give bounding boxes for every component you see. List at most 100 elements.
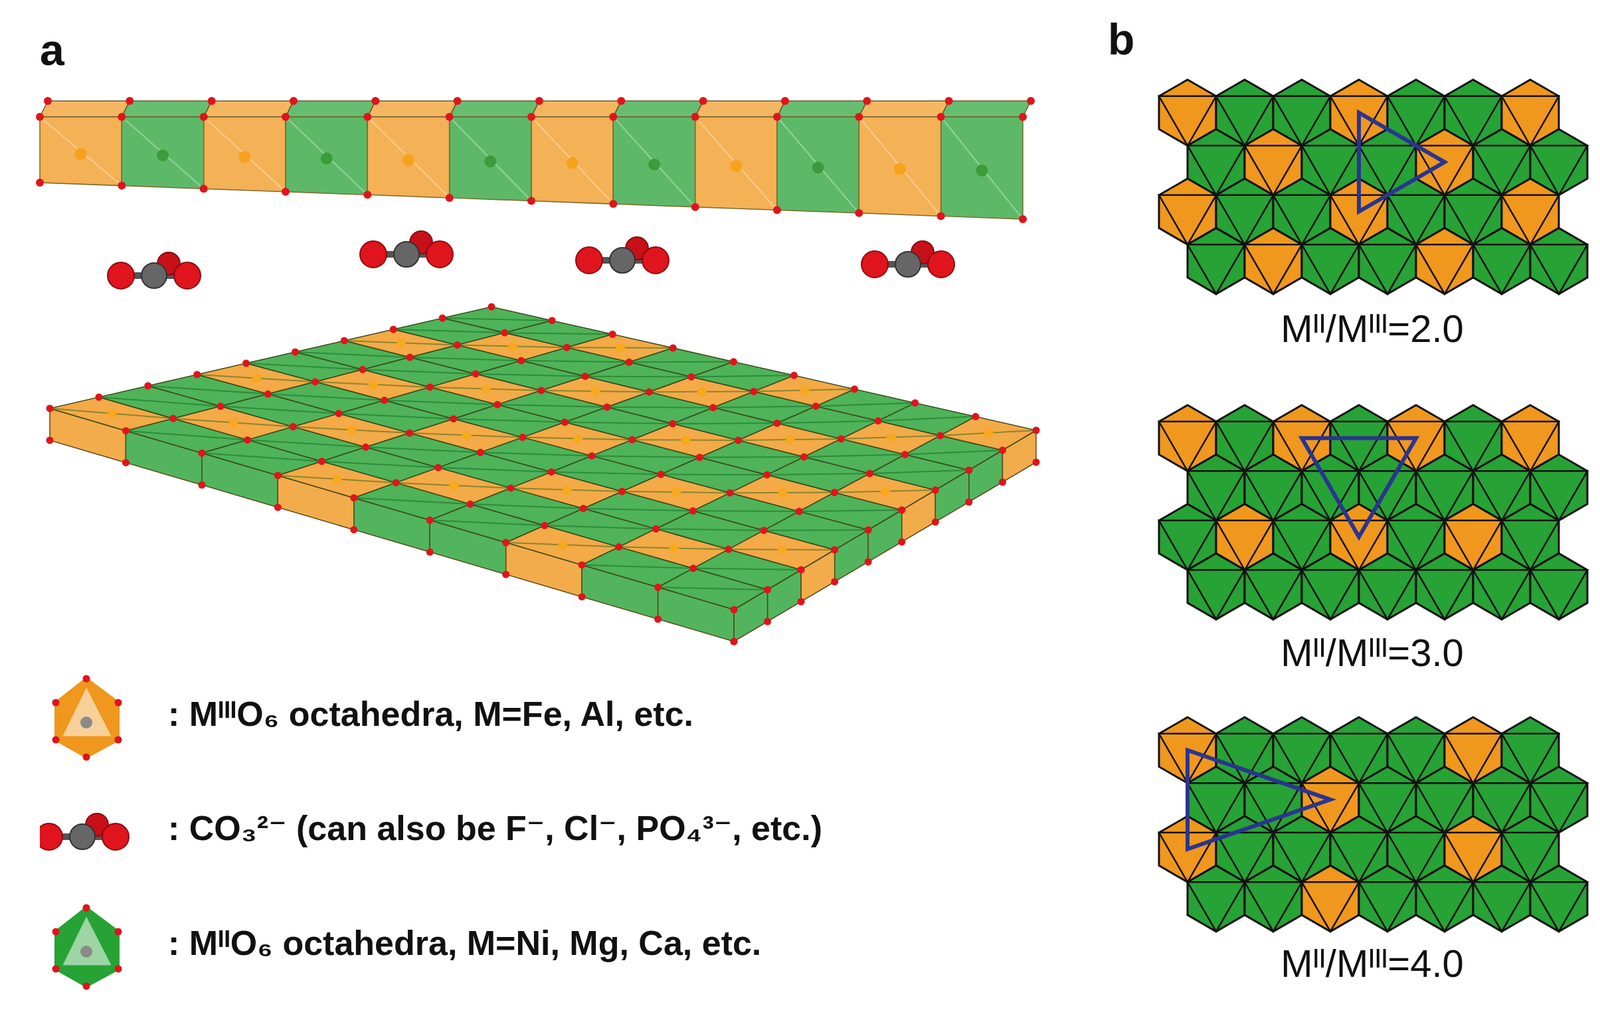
oxygen-atom bbox=[773, 419, 782, 428]
oxygen-atom bbox=[144, 382, 152, 390]
oxygen-atom bbox=[518, 433, 527, 442]
metal-atom bbox=[508, 342, 518, 352]
oxygen-atom bbox=[242, 359, 250, 368]
oxygen-atom bbox=[618, 488, 626, 496]
octahedron-edge bbox=[695, 116, 778, 210]
oxygen-atom bbox=[937, 211, 946, 220]
slab-top-face bbox=[858, 100, 949, 117]
oxygen-atom bbox=[83, 675, 91, 683]
slab-front-face bbox=[203, 116, 286, 192]
octahedron-swatch bbox=[39, 670, 140, 764]
carbon-atom bbox=[69, 824, 95, 850]
oxygen-atom bbox=[548, 316, 556, 325]
octahedron-edge bbox=[1244, 244, 1302, 294]
oxygen-atom bbox=[687, 373, 695, 381]
oxygen-atom bbox=[965, 498, 973, 507]
oxygen-atom bbox=[669, 344, 677, 353]
octahedron-edge bbox=[1301, 569, 1359, 620]
carbon-atom bbox=[141, 263, 167, 289]
octahedron-edge bbox=[1530, 882, 1588, 932]
metal-atom bbox=[238, 150, 251, 163]
oxygen-atom bbox=[998, 478, 1007, 487]
octahedron-edge bbox=[607, 406, 714, 409]
octahedron-hexagon bbox=[1473, 865, 1531, 932]
octahedron-edge bbox=[1473, 244, 1531, 294]
oxygen-atom bbox=[1032, 427, 1041, 435]
metal-atom bbox=[481, 384, 491, 394]
oxygen-atom bbox=[734, 437, 742, 445]
oxygen-atom bbox=[797, 566, 805, 574]
legend-text: : MᴵᴵᴵO₆ octahedra, M=Fe, Al, etc. bbox=[168, 694, 694, 735]
slab-front-face bbox=[531, 116, 614, 204]
octahedron-edge bbox=[121, 116, 204, 189]
carbon-atom bbox=[393, 241, 420, 267]
oxygen-atom bbox=[537, 387, 546, 395]
metal-atom bbox=[80, 716, 93, 729]
oxygen-atom bbox=[609, 330, 617, 339]
superlattice-triangle bbox=[1301, 438, 1417, 538]
slab-top-face bbox=[39, 100, 130, 117]
oxygen-atom bbox=[724, 545, 732, 554]
oxygen-atom bbox=[453, 96, 462, 105]
oxygen-atom bbox=[609, 112, 618, 121]
oxygen-atom bbox=[274, 472, 282, 480]
oxygen-atom bbox=[654, 583, 662, 592]
octahedron-edge bbox=[628, 361, 734, 364]
oxygen-atom bbox=[281, 187, 290, 196]
metal-atom bbox=[984, 428, 994, 438]
octahedron-swatch bbox=[39, 899, 140, 993]
metal-atom bbox=[347, 425, 357, 436]
carbonate-ion bbox=[39, 813, 129, 851]
carbon-atom bbox=[895, 251, 921, 277]
slab-front-face bbox=[777, 116, 859, 214]
octahedron-edge bbox=[1416, 882, 1474, 932]
legend-row: : CO₃²⁻ (can also be F⁻, Cl⁻, PO₄³⁻, etc… bbox=[39, 804, 1169, 859]
slab-front-face bbox=[39, 116, 122, 186]
octahedron-edge bbox=[804, 454, 906, 457]
oxygen-atom bbox=[114, 928, 123, 936]
octahedron-hexagon bbox=[1301, 227, 1359, 294]
oxygen-atom bbox=[169, 415, 177, 423]
oxygen-atom bbox=[864, 558, 873, 566]
oxygen-atom bbox=[795, 508, 803, 516]
octahedron-edge bbox=[504, 332, 613, 335]
octahedron-edge bbox=[658, 587, 768, 590]
oxygen-atom bbox=[94, 393, 103, 402]
octahedron-edge bbox=[713, 406, 817, 408]
octahedron-edge bbox=[941, 116, 1023, 220]
oxygen-atom bbox=[363, 190, 372, 199]
octahedron-hexagon bbox=[1301, 553, 1359, 620]
oxygen-atom bbox=[122, 458, 130, 467]
ratio-label: Mᴵᴵ/Mᴵᴵᴵ=3.0 bbox=[1280, 630, 1464, 676]
carbonate-ion bbox=[107, 252, 201, 289]
oxygen-atom bbox=[609, 199, 618, 208]
metal-atom bbox=[320, 152, 333, 165]
oxygen-atom bbox=[911, 399, 919, 407]
oxygen-atom bbox=[449, 415, 457, 423]
octahedron-edge bbox=[878, 416, 976, 421]
oxygen-atom bbox=[426, 516, 434, 525]
oxygen-atom bbox=[850, 385, 859, 394]
oxygen-atom bbox=[696, 453, 704, 461]
metal-atom bbox=[975, 164, 988, 177]
metal-atom bbox=[785, 435, 796, 445]
oxygen-atom bbox=[311, 377, 319, 386]
octahedron-edge bbox=[362, 369, 476, 374]
oxygen-atom bbox=[1018, 215, 1027, 224]
oxygen-atom bbox=[39, 823, 63, 851]
octahedron-hexagon bbox=[1530, 865, 1588, 932]
oxygen-atom bbox=[274, 504, 282, 512]
oxygen-atom bbox=[102, 823, 129, 851]
metal-atom bbox=[368, 379, 378, 390]
oxygen-atom bbox=[615, 543, 623, 551]
oxygen-atom bbox=[243, 436, 252, 444]
slab-front-face bbox=[121, 116, 204, 189]
octahedron-hexagon bbox=[1301, 865, 1359, 932]
octahedron-edge bbox=[1301, 882, 1359, 932]
oxygen-atom bbox=[578, 561, 586, 569]
oxygen-atom bbox=[527, 112, 536, 121]
octahedron-edge bbox=[1473, 569, 1531, 620]
octahedron-hexagon bbox=[1473, 553, 1531, 620]
oxygen-atom bbox=[937, 112, 946, 121]
octahedron-hexagon bbox=[1358, 227, 1417, 294]
